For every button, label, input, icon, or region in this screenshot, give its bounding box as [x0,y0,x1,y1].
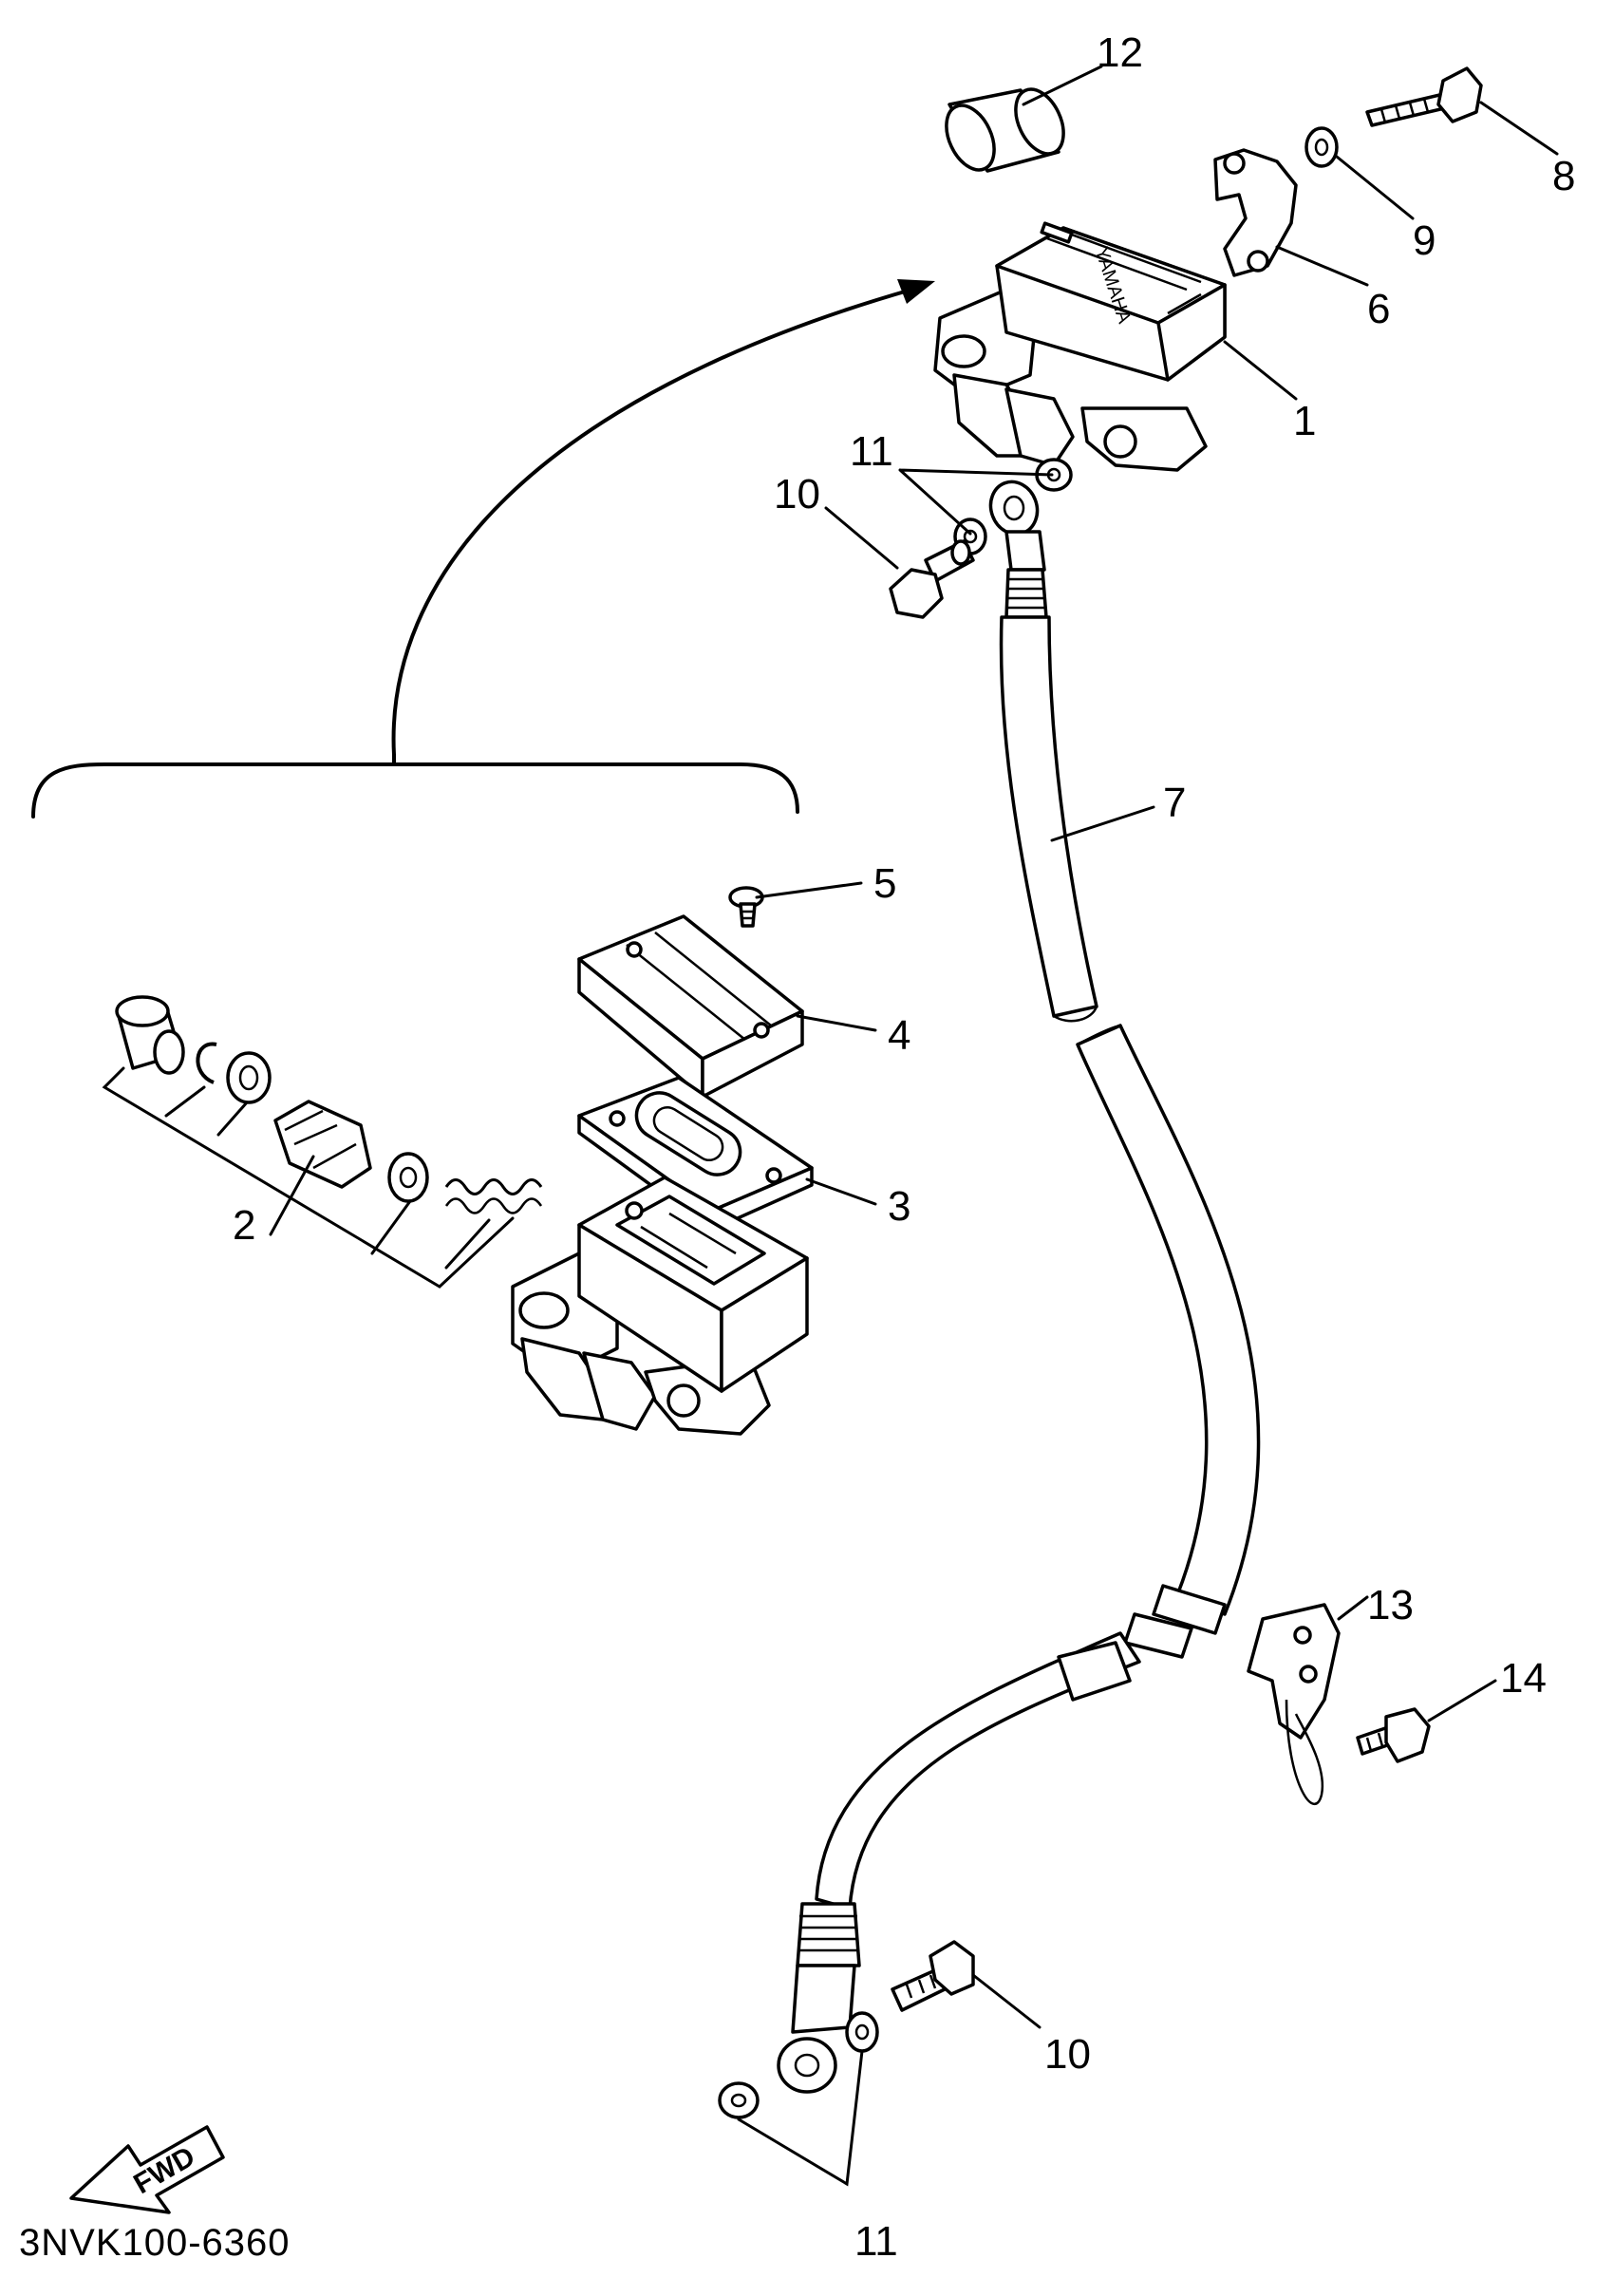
part-1-master-cylinder: YAMAHA [933,221,1227,472]
part-10-bolt-top [889,539,975,619]
part-5-screw [728,886,764,928]
part-3-diaphragm [577,1076,814,1232]
explode-arrow [391,279,935,757]
part-12-sleeve [945,87,1065,173]
label-7: 7 [1163,780,1186,826]
part-7-brake-hose [777,480,1261,2094]
part-9-washer [1304,126,1339,168]
exploded-bracket [31,753,799,819]
label-14: 14 [1500,1655,1547,1702]
label-2: 2 [233,1202,255,1249]
diagram-code: 3NVK100-6360 [19,2222,291,2264]
part-13-hose-holder [1247,1603,1341,1806]
master-cylinder-body [511,1176,809,1436]
part-14-bolt [1356,1707,1431,1763]
part-labels: 12 8 9 6 1 11 10 7 5 4 3 2 13 14 10 11 [233,29,1575,2265]
label-9: 9 [1413,217,1436,264]
leader-lines [737,65,1559,2187]
label-10-top: 10 [774,471,820,518]
part-6-holder [1213,148,1298,277]
label-10-bottom: 10 [1044,2031,1091,2078]
label-4: 4 [888,1012,910,1059]
label-6: 6 [1367,286,1390,332]
label-5: 5 [873,860,896,907]
fwd-arrow: FWD [69,2125,225,2214]
label-8: 8 [1552,153,1575,199]
label-11-bottom: 11 [854,2218,898,2265]
part-11-washers-bottom [718,2011,879,2119]
part-10-bolt-bottom [891,1940,975,2012]
part-4-cap [577,914,804,1099]
label-3: 3 [888,1183,910,1230]
label-1: 1 [1293,398,1316,444]
label-12: 12 [1097,29,1143,76]
part-8-bolt [1365,66,1483,127]
label-13: 13 [1367,1582,1414,1628]
part-2-piston-kit [102,995,543,1289]
label-11-top: 11 [850,428,893,475]
